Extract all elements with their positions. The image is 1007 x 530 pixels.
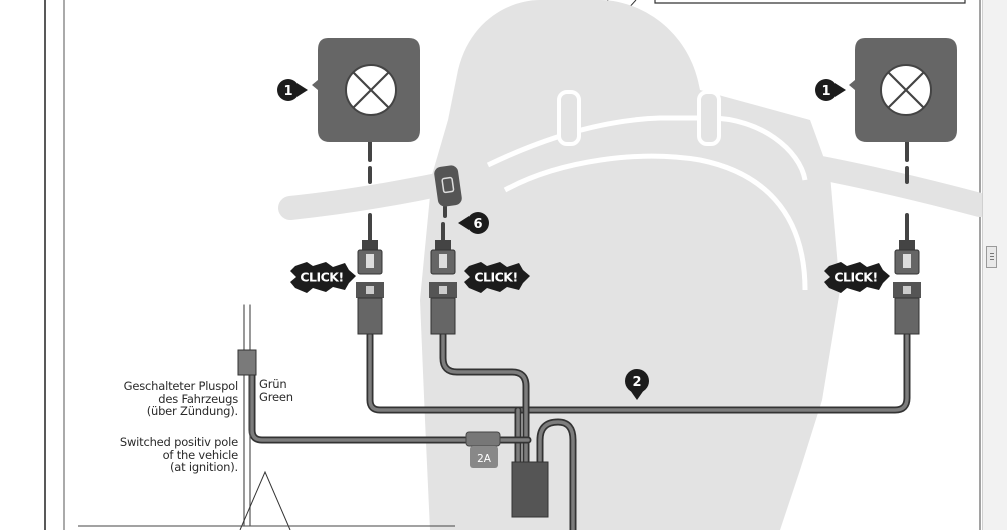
- connector-left: [356, 240, 384, 335]
- wire-tap-connector: [237, 349, 257, 376]
- wire-color-label: Grün Green: [259, 378, 293, 403]
- marker-harness: 2: [625, 369, 649, 400]
- lamp-icon: [880, 64, 932, 116]
- click-label: CLICK!: [300, 270, 343, 285]
- marker-lamp-left: 1: [277, 79, 308, 101]
- grip-icon: [990, 253, 994, 261]
- connector-icon: [357, 240, 383, 275]
- relay-box: [511, 461, 549, 518]
- click-label: CLICK!: [834, 270, 877, 285]
- marker-lamp-right: 1: [815, 79, 846, 101]
- click-burst-icon: [824, 262, 890, 293]
- marker-switch: 6: [458, 212, 489, 234]
- connector-middle: [429, 240, 457, 335]
- cable-harness: [243, 138, 911, 530]
- ignition-de-line1: Geschalteter Pluspol: [123, 379, 239, 393]
- lamp-right: [849, 38, 957, 142]
- connector-right: [893, 240, 921, 335]
- ignition-de-line3: (über Zündung).: [146, 404, 239, 418]
- ignition-en-line3: (at ignition).: [169, 460, 238, 474]
- ignition-label-en: Switched positiv pole of the vehicle (at…: [120, 436, 238, 474]
- callout-triangle: [239, 470, 291, 530]
- click-burst-middle: CLICK!: [464, 262, 530, 293]
- ignition-en-line1: Switched positiv pole: [119, 435, 238, 449]
- marker-number: 1: [283, 84, 292, 99]
- ignition-label-de: Geschalteter Pluspol des Fahrzeugs (über…: [123, 379, 239, 418]
- ignition-en-line2: of the vehicle: [162, 447, 239, 462]
- fuse-label: 2A: [477, 453, 492, 465]
- switch-icon: [434, 165, 462, 207]
- click-burst-right: CLICK!: [824, 262, 890, 293]
- click-burst-left: CLICK!: [290, 262, 356, 293]
- lamp-left: [312, 38, 420, 142]
- scrollbar-thumb[interactable]: [986, 246, 997, 268]
- marker-number: 2: [632, 375, 641, 390]
- ignition-de-line2: des Fahrzeugs: [158, 391, 238, 406]
- wire-color-en: Green: [259, 389, 293, 404]
- vertical-scrollbar[interactable]: [982, 0, 1007, 530]
- wiring-diagram: 2A CLICK! CLICK! CLICK! 1 1 2 6: [44, 0, 982, 530]
- fuse-icon: 2A: [465, 431, 501, 468]
- wire-color-de: Grün: [259, 377, 287, 391]
- lamp-icon: [345, 64, 397, 116]
- click-burst-icon: [464, 262, 530, 293]
- connector-icon: [894, 240, 920, 275]
- marker-number: 1: [821, 84, 830, 99]
- click-burst-icon: [290, 262, 356, 293]
- connector-icon: [430, 240, 456, 275]
- callout-box: [654, 0, 966, 4]
- click-label: CLICK!: [474, 270, 517, 285]
- marker-number: 6: [473, 217, 482, 232]
